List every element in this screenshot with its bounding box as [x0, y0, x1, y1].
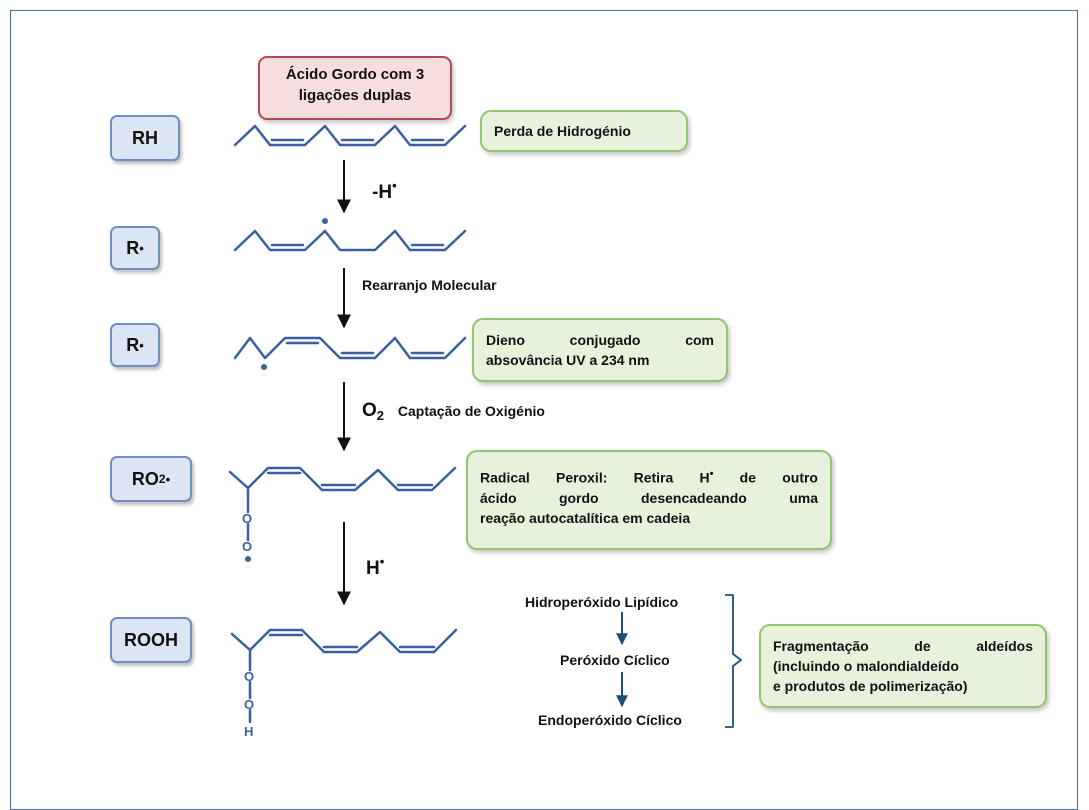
- title-line-1: Ácido Gordo com 3: [285, 66, 425, 83]
- stage-r-radical-2: R•: [110, 323, 160, 367]
- atom-h: H: [244, 724, 253, 739]
- note-frag-line-2: (incluindo o malondialdeído: [773, 658, 959, 674]
- step-label-h-gain: H•: [366, 554, 384, 580]
- chain-cyclic-peroxide: Peróxido Cíclico: [560, 652, 670, 668]
- note-peroxyl-dot: •: [709, 468, 714, 480]
- note-peroxyl-line-2: ácido gordo desencadeando uma: [480, 489, 818, 506]
- chain-item-3: Endoperóxido Cíclico: [538, 712, 682, 728]
- molecule-ro2-radical: [228, 466, 457, 542]
- note-peroxyl-line-1: Radical Peroxil: Retira H• de outro: [480, 464, 818, 488]
- step3-sub: 2: [376, 407, 385, 423]
- step2-text: Rearranjo Molecular: [362, 277, 497, 293]
- radical-dot-3: [245, 556, 251, 562]
- molecule-rooh: [230, 628, 458, 724]
- note-peroxyl-radical: Radical Peroxil: Retira H• de outro ácid…: [466, 450, 832, 550]
- radical-dot-1: [322, 218, 328, 224]
- note-diene-line-2: absovância UV a 234 nm: [486, 352, 650, 368]
- chain-cyclic-endoperoxide: Endoperóxido Cíclico: [538, 712, 682, 728]
- atom-o-4: O: [244, 697, 254, 712]
- step1-text: -H: [372, 182, 393, 203]
- atom-o-2: O: [242, 539, 252, 554]
- stage-ro2-dot: •: [165, 471, 171, 487]
- molecule-r-radical-2: [233, 336, 467, 360]
- step-label-h-loss: -H•: [372, 178, 397, 204]
- atom-o-1: O: [242, 511, 252, 526]
- note-peroxyl-line-1-a: Radical Peroxil: Retira H: [480, 469, 710, 486]
- step1-dot: •: [392, 178, 397, 193]
- diagram-drawing: O O O O H: [228, 124, 742, 739]
- step3-o: O: [362, 400, 377, 421]
- note-conjugated-diene: Dieno conjugado com absovância UV a 234 …: [472, 318, 728, 382]
- stage-ro2-sub: 2: [158, 472, 166, 486]
- stage-ro2-label: RO: [131, 468, 159, 489]
- molecule-r-radical-1: [233, 229, 467, 252]
- title-line-2: ligações duplas: [298, 87, 412, 104]
- stage-rh: RH: [110, 115, 180, 161]
- molecule-rh: [233, 124, 467, 147]
- stage-r1-dot: •: [139, 240, 144, 256]
- stage-r-radical-1: R•: [110, 226, 160, 270]
- stage-rh-label: RH: [132, 127, 158, 148]
- fatty-acid-title-box: Ácido Gordo com 3 ligações duplas: [258, 56, 452, 120]
- note-frag-line-1: Fragmentação de aldeídos: [773, 638, 1033, 654]
- note-fragmentation: Fragmentação de aldeídos (incluindo o ma…: [759, 624, 1047, 708]
- note-hydrogen-loss: Perda de Hidrogénio: [480, 110, 688, 152]
- stage-r2-dot: •: [139, 337, 144, 353]
- step4-dot: •: [379, 554, 385, 569]
- atom-o-3: O: [244, 669, 254, 684]
- bracket: [725, 594, 742, 728]
- note-peroxyl-line-3: reação autocatalítica em cadeia: [480, 509, 691, 526]
- radical-dot-2: [261, 364, 267, 370]
- note-diene-line-1: Dieno conjugado com: [486, 332, 714, 348]
- step-label-oxygen-uptake: O2 Captação de Oxigénio: [362, 400, 545, 423]
- step-label-rearrangement: Rearranjo Molecular: [362, 277, 497, 293]
- step4-text: H: [366, 558, 380, 579]
- note-peroxyl-line-1-b: de outro: [713, 469, 818, 486]
- chain-item-1: Hidroperóxido Lipídico: [525, 594, 679, 610]
- stage-rooh: ROOH: [110, 617, 192, 663]
- note-hydrogen-loss-text: Perda de Hidrogénio: [494, 123, 631, 139]
- stage-r2-label: R: [126, 334, 140, 355]
- note-frag-line-3: e produtos de polimerização): [773, 678, 968, 694]
- stage-r1-label: R: [126, 237, 140, 258]
- step3-text: Captação de Oxigénio: [397, 403, 545, 419]
- chain-item-2: Peróxido Cíclico: [560, 652, 670, 668]
- stage-rooh-label: ROOH: [124, 629, 178, 650]
- chain-hydroperoxide: Hidroperóxido Lipídico: [525, 594, 678, 610]
